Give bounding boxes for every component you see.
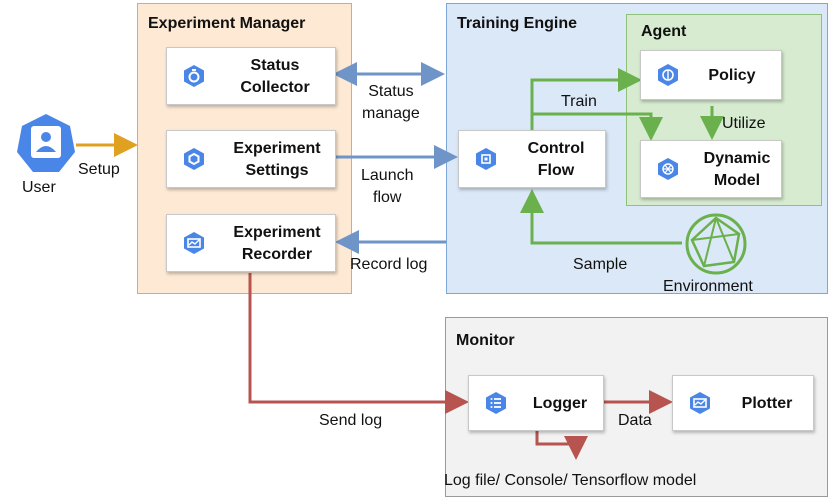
sample-label: Sample xyxy=(573,256,628,273)
sample-arrow xyxy=(520,189,682,245)
logger-card[interactable]: Logger xyxy=(468,375,604,431)
send-log-label: Send log xyxy=(319,412,383,429)
train-label: Train xyxy=(561,93,597,110)
log-output-label: Log file/ Console/ Tensorflow model xyxy=(444,472,697,489)
data-label: Data xyxy=(618,412,652,429)
status-collector-icon xyxy=(184,65,204,87)
status-manage-label: Status manage xyxy=(362,83,420,122)
policy-card[interactable]: Policy xyxy=(640,50,782,100)
send-log-arrow xyxy=(248,273,469,414)
utilize-label: Utilize xyxy=(722,115,766,132)
recorder-icon xyxy=(184,232,204,254)
experiment-manager-title: Experiment Manager xyxy=(148,15,306,32)
log-output-arrow xyxy=(535,430,588,460)
train-arrow-dynamic xyxy=(532,112,663,141)
user-icon xyxy=(17,114,75,172)
agent-title: Agent xyxy=(641,23,687,40)
status-collector-label: Status Collector xyxy=(240,57,310,96)
chip-icon xyxy=(476,148,496,170)
dynamic-model-label: Dynamic Model xyxy=(703,150,771,189)
experiment-recorder-label: Experiment Recorder xyxy=(233,224,321,263)
training-engine-title: Training Engine xyxy=(457,15,578,32)
experiment-settings-card[interactable]: Experiment Settings xyxy=(166,130,336,188)
experiment-recorder-card[interactable]: Experiment Recorder xyxy=(166,214,336,272)
user-label: User xyxy=(22,179,56,196)
environment-icon xyxy=(685,213,747,275)
plotter-card[interactable]: Plotter xyxy=(672,375,814,431)
user-node xyxy=(15,112,77,174)
brain-icon xyxy=(658,64,678,86)
logger-icon xyxy=(486,392,506,414)
network-icon xyxy=(658,158,678,180)
monitor-title: Monitor xyxy=(456,332,515,349)
settings-icon xyxy=(184,148,204,170)
control-flow-label: Control Flow xyxy=(527,140,585,179)
control-flow-card[interactable]: Control Flow xyxy=(458,130,606,188)
dynamic-model-card[interactable]: Dynamic Model xyxy=(640,140,782,198)
record-log-label: Record log xyxy=(350,256,428,273)
plotter-label: Plotter xyxy=(741,395,793,412)
logger-label: Logger xyxy=(532,395,588,412)
status-collector-card[interactable]: Status Collector xyxy=(166,47,336,105)
plotter-icon xyxy=(690,392,710,414)
experiment-settings-label: Experiment Settings xyxy=(233,140,321,179)
launch-flow-label: Launch flow xyxy=(361,167,414,206)
setup-label: Setup xyxy=(78,161,120,178)
environment-label: Environment xyxy=(663,278,753,295)
policy-label: Policy xyxy=(708,67,756,84)
